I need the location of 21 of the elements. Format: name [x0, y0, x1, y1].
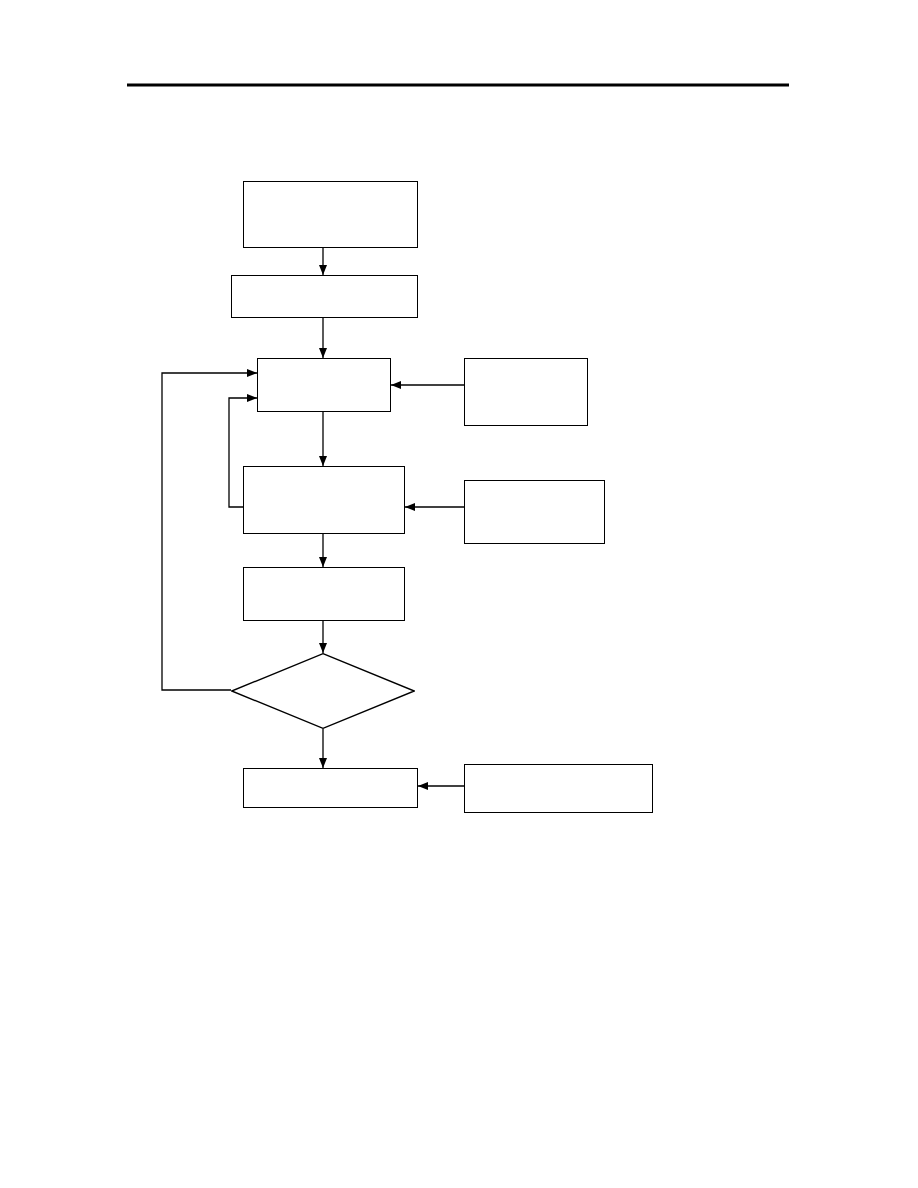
- arrow: [404, 503, 465, 511]
- arrow: [161, 369, 258, 691]
- arrow: [319, 728, 327, 769]
- arrow: [390, 381, 465, 389]
- arrow: [228, 394, 258, 508]
- process-box: [464, 480, 605, 544]
- arrow: [319, 620, 327, 654]
- arrow: [319, 317, 327, 359]
- process-box: [231, 275, 418, 318]
- decision-diamond: [231, 653, 415, 729]
- arrow: [417, 782, 465, 790]
- process-box: [243, 466, 405, 534]
- process-box: [257, 358, 391, 412]
- arrow: [319, 533, 327, 568]
- process-box: [243, 181, 418, 248]
- process-box: [243, 768, 418, 808]
- process-box: [464, 764, 653, 813]
- arrow: [319, 247, 327, 276]
- process-box: [464, 358, 588, 426]
- arrow: [319, 411, 327, 467]
- process-box: [243, 567, 405, 621]
